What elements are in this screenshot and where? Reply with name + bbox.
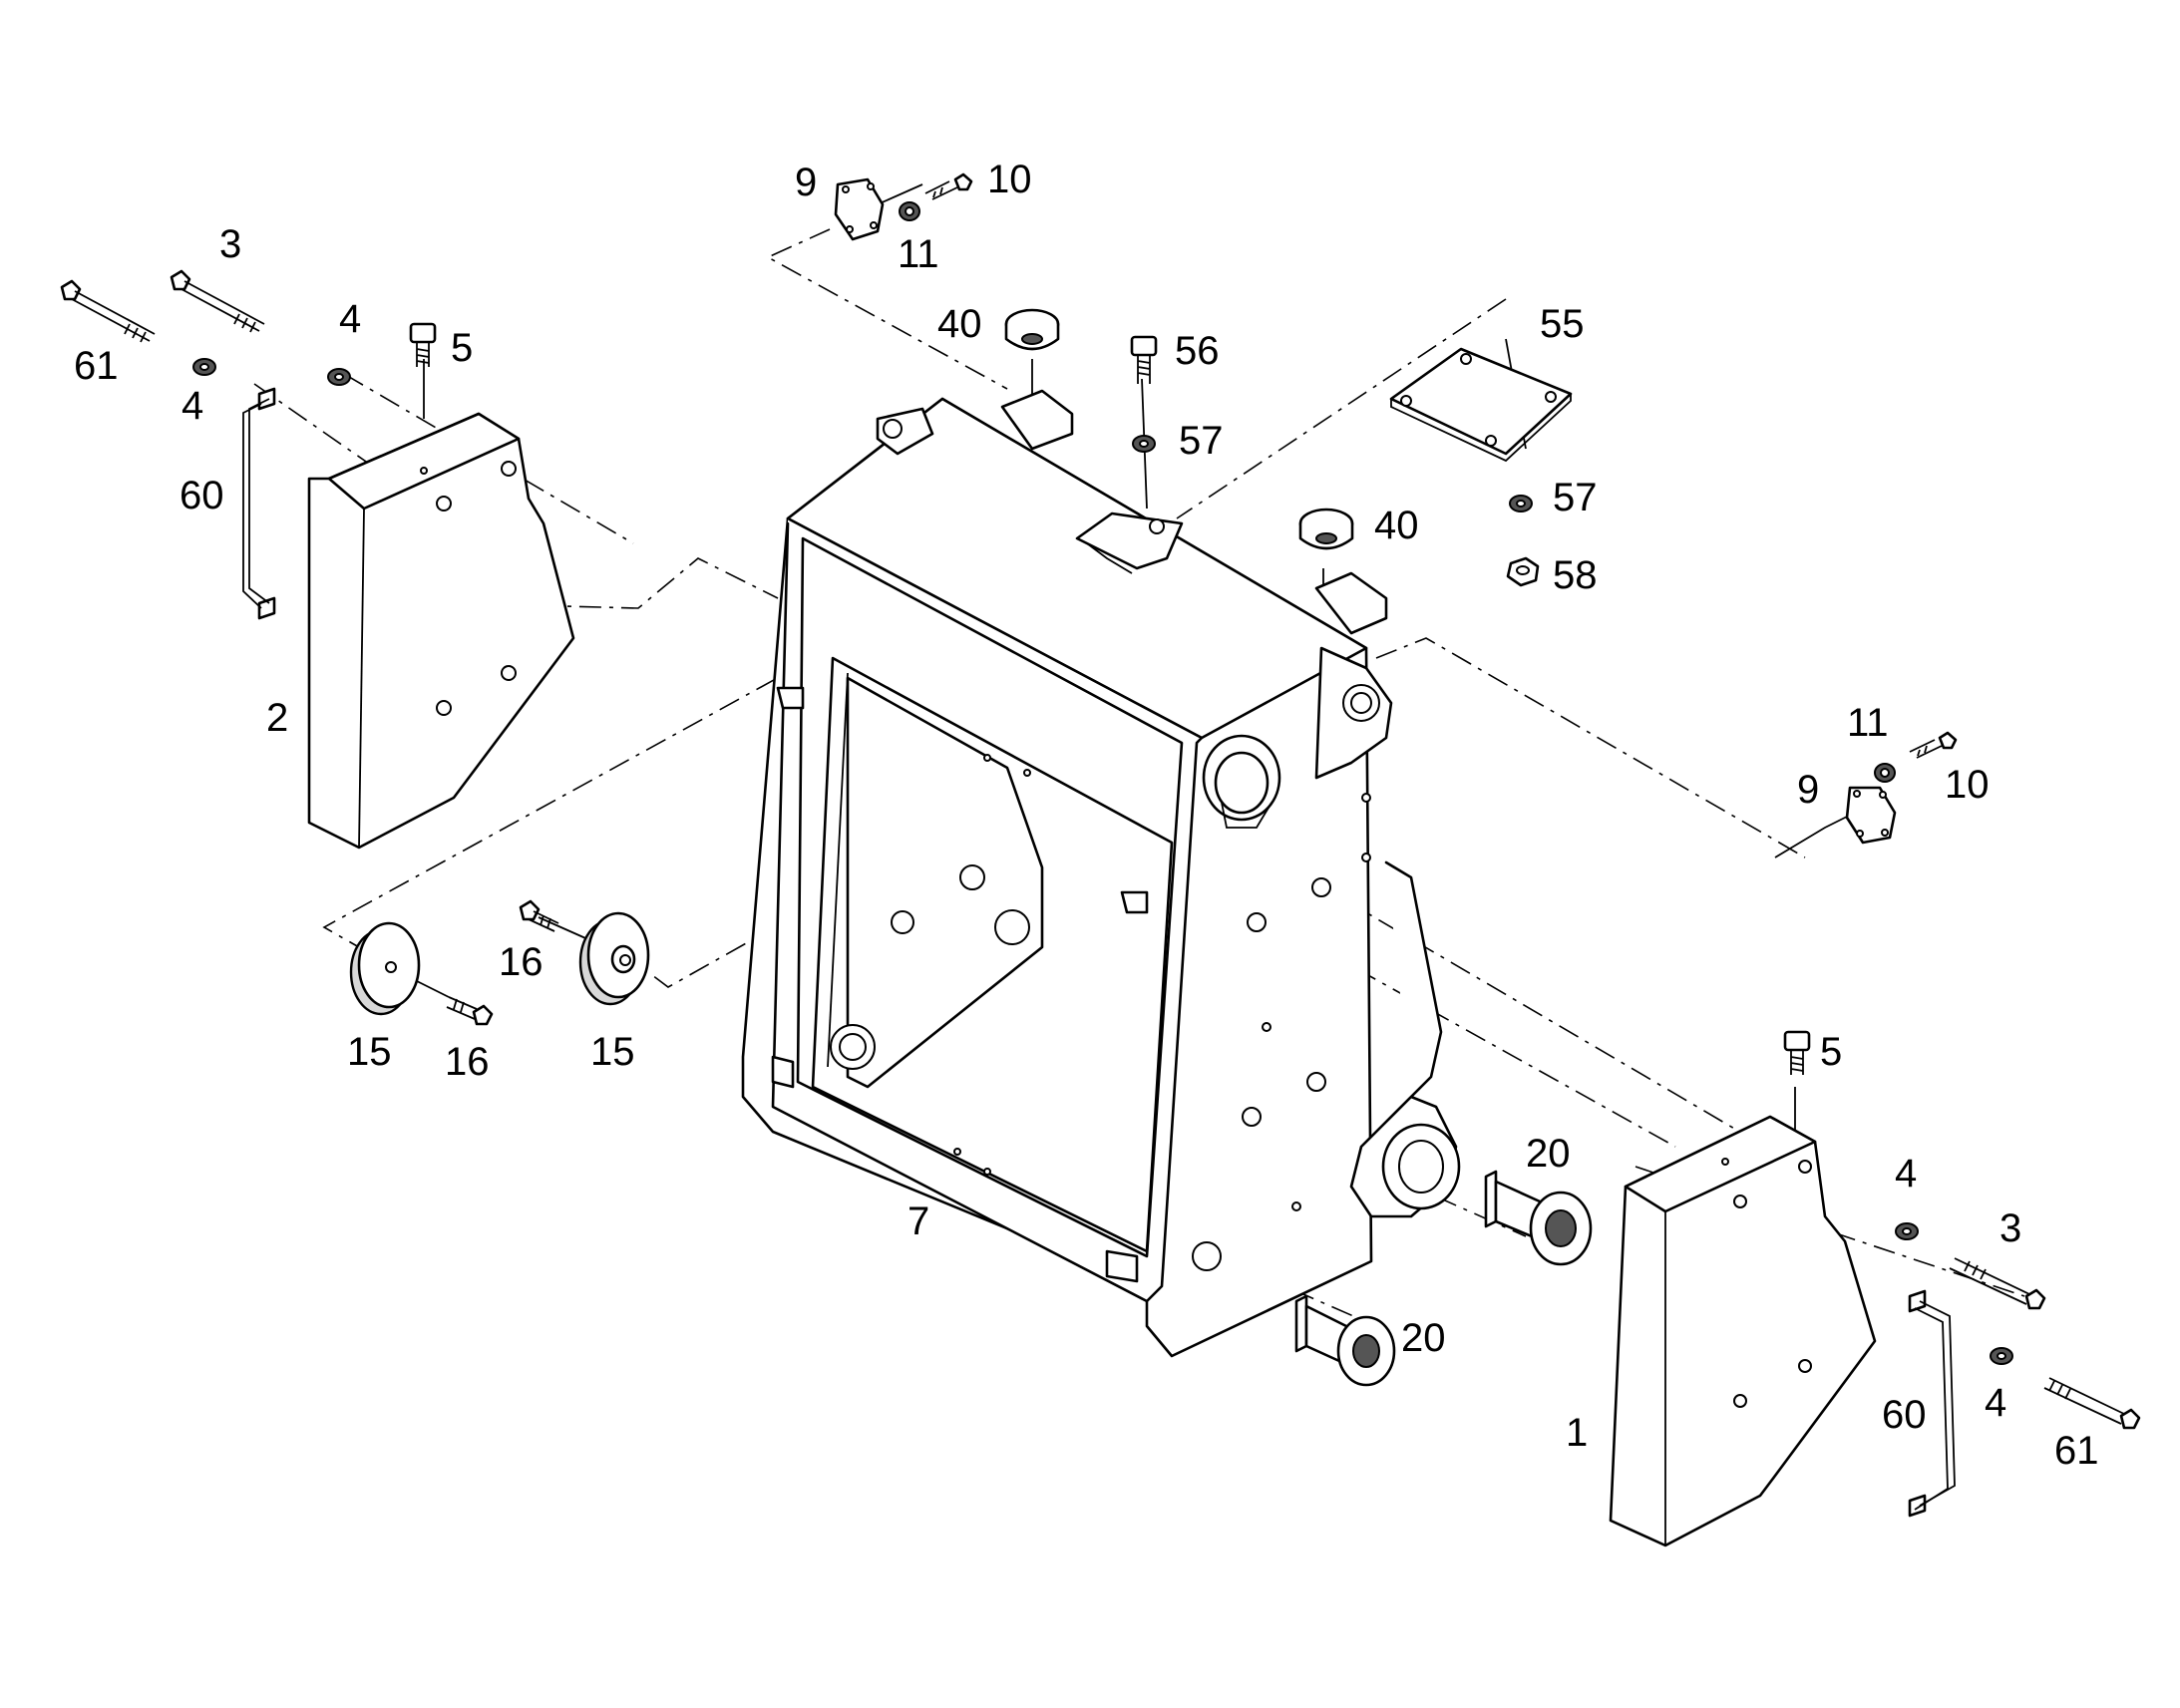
callout-58: 58 [1553, 553, 1598, 597]
callout-2: 2 [266, 696, 288, 740]
callout-15-a: 15 [347, 1030, 392, 1074]
callout-55: 55 [1540, 302, 1585, 346]
handle-left [242, 387, 276, 620]
callout-1: 1 [1566, 1411, 1588, 1455]
cover-plate-55 [1389, 347, 1573, 463]
callout-labels: 9 10 11 3 4 5 61 4 60 2 40 56 57 55 57 5… [74, 158, 2099, 1473]
right-side-panel [1609, 1115, 1877, 1547]
callout-9-right: 9 [1797, 768, 1819, 812]
callout-11-top: 11 [898, 232, 939, 276]
callout-4-left-b: 4 [182, 384, 203, 428]
left-side-panel [307, 412, 575, 850]
callout-16-b: 16 [445, 1040, 490, 1084]
rubber-mount-40-right [1298, 508, 1354, 550]
callout-40-right: 40 [1374, 504, 1419, 547]
callout-16-a: 16 [499, 940, 544, 984]
cover-plate-9-right [1845, 786, 1897, 845]
callout-57-b: 57 [1553, 476, 1598, 519]
callout-9-top: 9 [795, 161, 817, 204]
bushing-20-a [1484, 1170, 1593, 1266]
callout-3-left: 3 [219, 222, 241, 266]
callout-10-top: 10 [987, 158, 1032, 201]
callout-4-right-a: 4 [1895, 1152, 1917, 1196]
cover-plate-9-top [834, 177, 885, 241]
callout-60-left: 60 [180, 474, 224, 517]
bolt-3-right [1949, 1257, 2046, 1310]
main-frame [741, 389, 1461, 1358]
callout-20-a: 20 [1526, 1132, 1571, 1176]
bolt-10-top [924, 172, 973, 200]
callout-20-b: 20 [1401, 1316, 1446, 1360]
bushing-20-b [1294, 1294, 1396, 1387]
callout-11-right: 11 [1847, 701, 1889, 745]
callout-5-left: 5 [451, 326, 473, 370]
rubber-mount-40-top [1004, 308, 1060, 351]
bolt-16-a [519, 899, 559, 932]
callout-4-right-b: 4 [1985, 1381, 2006, 1425]
disc-15-b [578, 911, 650, 1006]
callout-61-right: 61 [2054, 1429, 2099, 1473]
nut-58 [1506, 556, 1540, 587]
washers [192, 201, 2013, 1365]
bolt-16-b [446, 996, 494, 1026]
callout-3-right: 3 [1999, 1206, 2021, 1250]
bolt-61-left [60, 279, 156, 343]
callout-15-b: 15 [590, 1030, 635, 1074]
callout-4-left-a: 4 [339, 297, 361, 341]
bolt-3-left [170, 269, 265, 333]
bolt-10-right [1909, 731, 1958, 759]
callout-10-right: 10 [1945, 763, 1990, 807]
callout-7: 7 [908, 1199, 929, 1243]
bolt-61-right [2043, 1377, 2141, 1430]
callout-5-right: 5 [1820, 1030, 1842, 1074]
callout-60-right: 60 [1882, 1393, 1927, 1437]
bolt-5-left [409, 322, 437, 367]
handle-right [1908, 1289, 1956, 1518]
disc-15-a [349, 921, 421, 1016]
callout-61-left: 61 [74, 344, 119, 388]
callout-56: 56 [1175, 329, 1220, 373]
callout-40-top: 40 [937, 302, 982, 346]
callout-57-a: 57 [1179, 419, 1224, 463]
bolt-5-right [1783, 1030, 1811, 1075]
bolt-56 [1130, 335, 1158, 384]
